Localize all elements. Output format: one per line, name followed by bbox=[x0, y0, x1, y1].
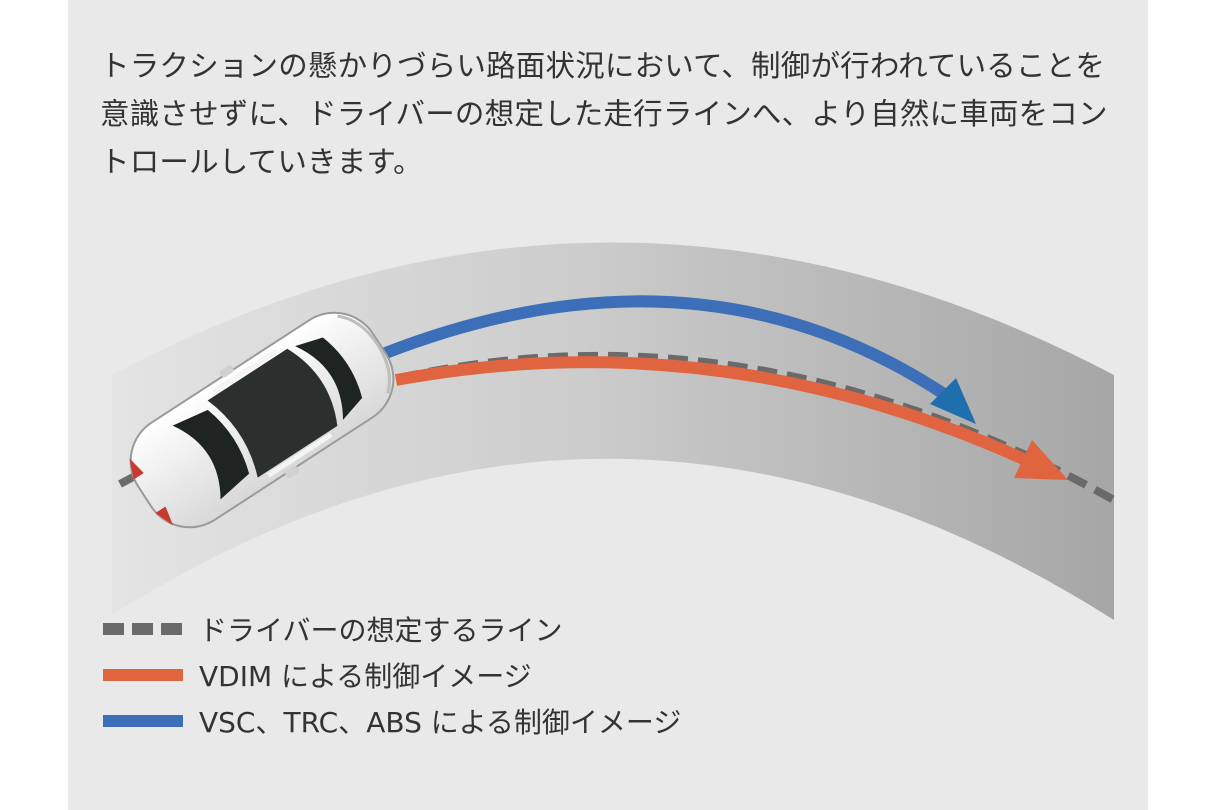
legend-item-vsc-trc-abs: VSC、TRC、ABS による制御イメージ bbox=[103, 698, 681, 744]
legend-label: VSC、TRC、ABS による制御イメージ bbox=[199, 706, 682, 739]
vsc-trc-abs-arrowhead bbox=[930, 378, 976, 424]
legend-label: ドライバーの想定するライン bbox=[199, 614, 563, 647]
legend-item-vdim: VDIM による制御イメージ bbox=[103, 652, 681, 698]
vsc-trc-abs-line bbox=[380, 295, 954, 403]
legend-item-driver-line: ドライバーの想定するライン bbox=[103, 606, 681, 652]
legend-swatch-blue bbox=[103, 715, 183, 727]
legend: ドライバーの想定するライン VDIM による制御イメージ VSC、TRC、ABS… bbox=[103, 606, 681, 744]
vdim-arrowhead bbox=[1014, 440, 1068, 480]
vdim-line bbox=[394, 356, 1033, 468]
legend-swatch-orange bbox=[103, 669, 183, 681]
car-icon bbox=[129, 311, 395, 529]
description-text: トラクションの懸かりづらい路面状況において、制御が行われていることを意識させずに… bbox=[100, 49, 1108, 179]
legend-label: VDIM による制御イメージ bbox=[199, 660, 532, 693]
legend-swatch-dashed bbox=[103, 623, 183, 635]
